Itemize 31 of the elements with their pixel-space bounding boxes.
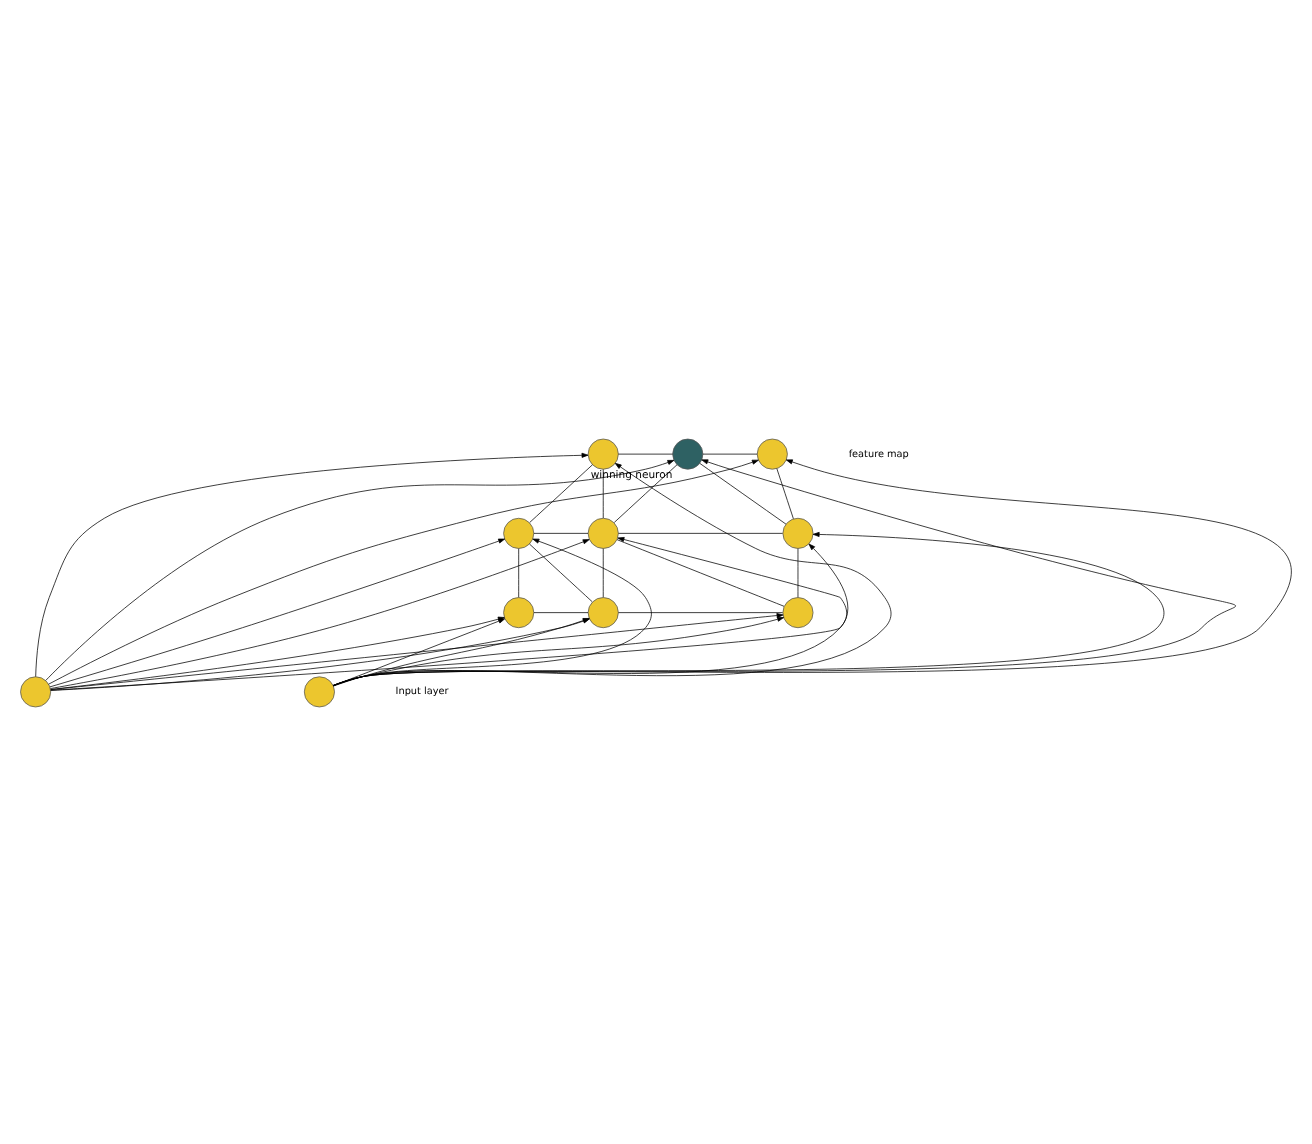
connector — [602, 547, 604, 597]
node-circle — [587, 437, 619, 469]
connector — [699, 461, 787, 524]
connector — [616, 538, 785, 606]
connector — [618, 532, 783, 533]
node-circle — [303, 675, 335, 707]
node-circle — [587, 516, 619, 548]
arrow — [332, 537, 652, 686]
connector — [602, 468, 604, 518]
node-circle — [503, 596, 535, 628]
connector — [776, 467, 794, 519]
arrow — [50, 538, 590, 688]
node-circle — [756, 437, 788, 469]
node-circle — [503, 516, 535, 548]
arrow — [332, 461, 892, 685]
connector — [618, 611, 783, 612]
connector — [529, 463, 593, 522]
arrow — [332, 530, 1165, 685]
connector — [518, 547, 520, 597]
connector — [797, 547, 799, 597]
node-circle — [672, 437, 704, 469]
connector — [533, 532, 589, 533]
connector — [533, 611, 589, 612]
connector — [529, 542, 593, 602]
node-circle — [587, 596, 619, 628]
arrow — [332, 536, 848, 685]
arrow — [50, 542, 849, 690]
arrow — [35, 451, 589, 677]
connector — [613, 463, 678, 522]
node-circle — [20, 675, 52, 707]
node-circle — [782, 596, 814, 628]
